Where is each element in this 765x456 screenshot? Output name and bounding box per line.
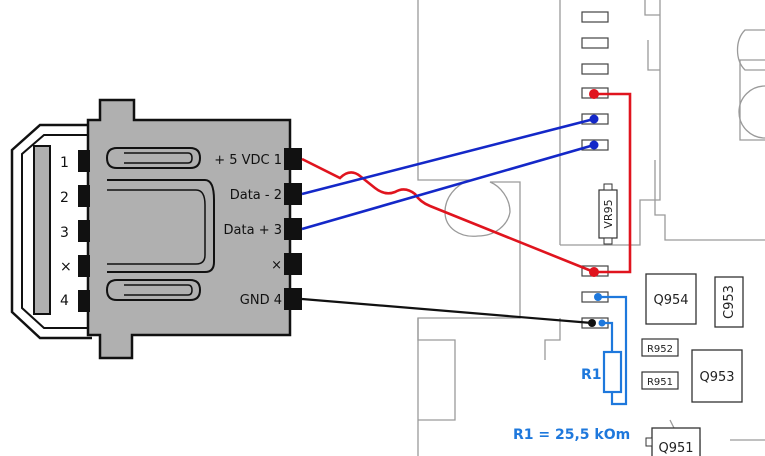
pin-tab-1 bbox=[284, 148, 302, 170]
wire-data-minus bbox=[301, 117, 595, 196]
solder-point-data-plus bbox=[589, 140, 599, 150]
r952-label: R952 bbox=[647, 344, 673, 355]
pin-label-gnd: GND 4 bbox=[240, 293, 282, 308]
left-pin-label-4: 4 bbox=[60, 293, 69, 309]
left-pin-label-x: × bbox=[60, 259, 72, 275]
usb-connector bbox=[10, 98, 302, 360]
q954-label: Q954 bbox=[653, 293, 688, 308]
wire-data-plus bbox=[301, 143, 595, 231]
component-q954: Q954 bbox=[645, 273, 697, 325]
pin-label-data-plus: Data + 3 bbox=[224, 223, 282, 238]
resistor-value-label: R1 = 25,5 kOm bbox=[513, 427, 630, 443]
left-pin-labels: 1 2 3 × 4 bbox=[60, 155, 72, 309]
right-pin-labels: + 5 VDC 1 Data - 2 Data + 3 × GND 4 bbox=[214, 153, 282, 308]
pin-label-x: × bbox=[271, 258, 282, 273]
wire-vdc-bridge bbox=[594, 92, 632, 274]
component-c953: C953 bbox=[714, 276, 744, 328]
solder-point-vdc-top bbox=[589, 89, 599, 99]
solder-point-data-minus bbox=[589, 114, 599, 124]
pin-tab-x bbox=[284, 253, 302, 275]
r951-label: R951 bbox=[647, 377, 673, 388]
pin-tab-2 bbox=[284, 183, 302, 205]
left-pin-label-3: 3 bbox=[60, 225, 69, 241]
component-vr95: VR95 bbox=[598, 183, 618, 245]
component-q953: Q953 bbox=[691, 349, 743, 403]
c953-label: C953 bbox=[722, 285, 737, 319]
pin-tab-4 bbox=[284, 288, 302, 310]
r1-label: R1 bbox=[581, 367, 602, 383]
component-r951: R951 bbox=[641, 371, 679, 390]
wire-gnd bbox=[301, 297, 593, 325]
q953-label: Q953 bbox=[699, 370, 734, 385]
component-q951: Q951 bbox=[645, 427, 701, 456]
left-pin-label-2: 2 bbox=[60, 190, 69, 206]
pcb-pads bbox=[581, 11, 609, 329]
pin-tab-3 bbox=[284, 218, 302, 240]
q951-label: Q951 bbox=[658, 441, 693, 456]
solder-point-gnd bbox=[588, 319, 596, 327]
vr95-label: VR95 bbox=[602, 199, 615, 228]
resistor-r1: R1 bbox=[581, 293, 628, 406]
pin-label-vdc: + 5 VDC 1 bbox=[214, 153, 282, 168]
solder-point-vdc-bottom bbox=[589, 267, 599, 277]
pin-label-data-minus: Data - 2 bbox=[230, 188, 282, 203]
left-pin-label-1: 1 bbox=[60, 155, 69, 171]
component-r952: R952 bbox=[641, 338, 679, 357]
